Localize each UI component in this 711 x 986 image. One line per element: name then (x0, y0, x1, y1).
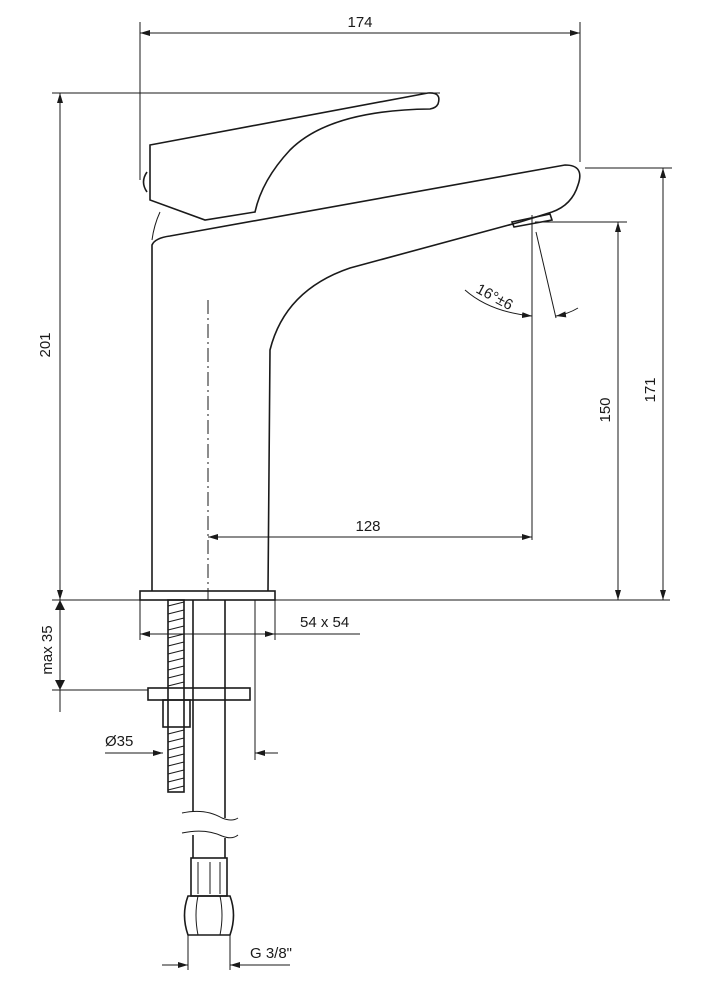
mounting-washer (147, 687, 251, 701)
dim-label-hole-diameter: Ø35 (105, 733, 133, 750)
threaded-rod (162, 599, 191, 793)
faucet-handle (142, 92, 440, 241)
supply-hose (181, 600, 239, 936)
faucet-body (151, 164, 581, 592)
dim-label-spout-reach: 128 (355, 518, 380, 535)
dim-label-overall-height: 201 (37, 332, 54, 357)
outlet-angle-line (535, 231, 557, 319)
dim-label-spout-height: 171 (642, 377, 659, 402)
dim-label-connection-thread: G 3/8" (250, 945, 292, 962)
dim-label-overall-width: 174 (347, 14, 372, 31)
dim-label-max-thickness: max 35 (39, 625, 56, 674)
dim-label-outlet-angle: 16°±6 (473, 281, 516, 314)
dim-label-outlet-height: 150 (597, 397, 614, 422)
dim-label-base-size: 54 x 54 (300, 614, 349, 631)
